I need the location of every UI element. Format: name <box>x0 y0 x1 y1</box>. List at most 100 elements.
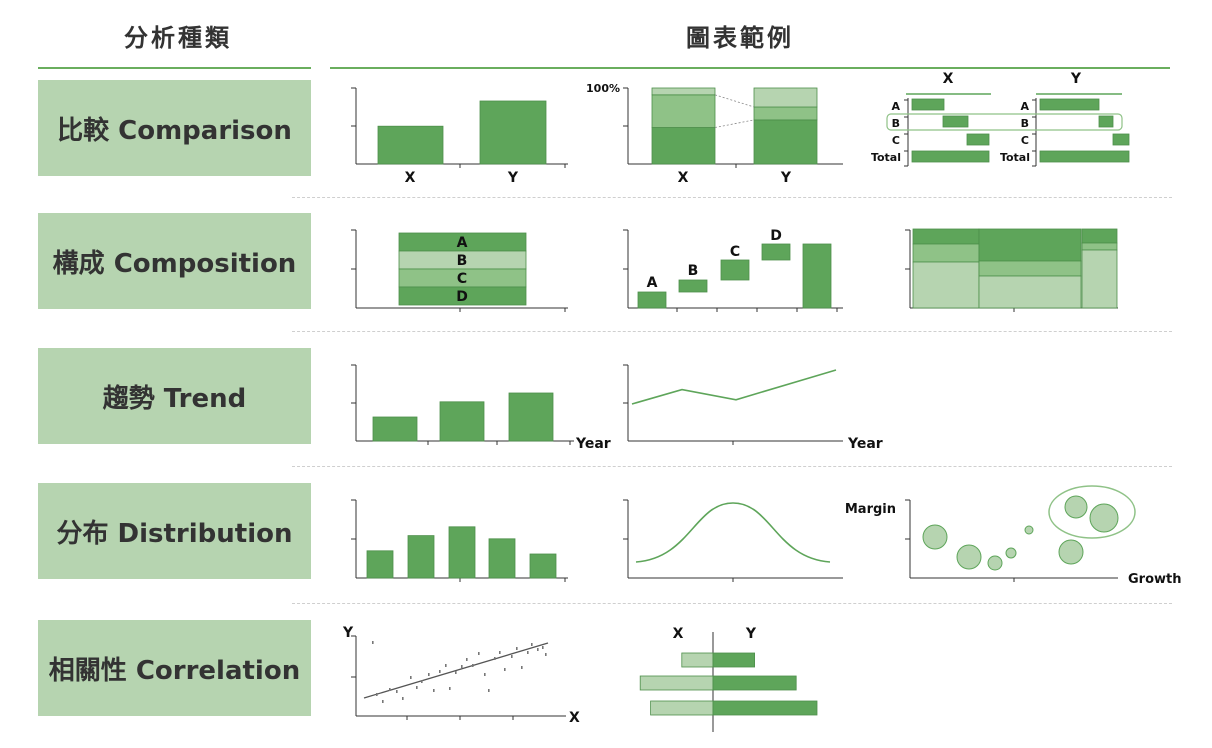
butterfly-bar-x <box>639 675 714 691</box>
scatter-point <box>416 686 418 689</box>
scatter-point <box>396 690 398 693</box>
category-distribution: 分布 Distribution <box>38 483 311 579</box>
histogram-bar <box>529 553 557 579</box>
bubble-ylabel: Margin <box>845 502 896 517</box>
hbar-bar <box>942 115 969 128</box>
bubble <box>1024 525 1034 535</box>
butterfly-bar-x <box>681 652 714 668</box>
stacked-y-tick-label: 100% <box>586 82 620 95</box>
stacked-label-x: X <box>678 170 689 186</box>
row-separator <box>292 603 1172 604</box>
stacked-connector-line <box>714 94 755 108</box>
waterfall-step <box>761 243 791 261</box>
scatter-point <box>372 641 374 644</box>
butterfly-bar-y <box>712 675 797 691</box>
scatter-point <box>449 687 451 690</box>
hbar-x-label-total: Total <box>871 151 901 164</box>
waterfall-total <box>802 243 832 309</box>
hbar-y-label-b: B <box>1021 117 1029 130</box>
mekko-cell <box>912 228 980 245</box>
waterfall-label-b: B <box>688 263 699 279</box>
comparison-bar <box>377 125 444 165</box>
waterfall-label-d: D <box>770 228 782 244</box>
histogram-bar <box>407 535 435 579</box>
scatter-point <box>439 670 441 673</box>
waterfall-label-a: A <box>647 275 658 291</box>
header-rule-left <box>38 67 311 69</box>
scatter-ylabel: Y <box>342 625 354 641</box>
scatter-point <box>455 671 457 674</box>
composition-stack-label-c: C <box>457 271 467 287</box>
scatter-point <box>472 664 474 667</box>
bubble <box>1005 547 1017 559</box>
hbar-bar <box>1039 98 1100 111</box>
histogram-bar <box>488 538 516 579</box>
column-header-analysis-type: 分析種類 <box>124 24 232 52</box>
scatter-point <box>421 680 423 683</box>
scatter-point <box>376 693 378 696</box>
trend-line-xlabel: Year <box>847 436 883 452</box>
bubble <box>1058 539 1084 565</box>
hbar-bar <box>966 133 990 146</box>
header-rule-right <box>330 67 1170 69</box>
category-composition: 構成 Composition <box>38 213 311 309</box>
scatter-xlabel: X <box>569 710 580 726</box>
stacked-100-segment <box>753 119 818 165</box>
butterfly-label-y: Y <box>745 626 757 642</box>
scatter-point <box>433 689 435 692</box>
comparison-bar <box>479 100 547 165</box>
distribution-curve <box>635 502 831 563</box>
hbar-panel-label-x: X <box>943 71 954 87</box>
trend-bar-xlabel: Year <box>575 436 611 452</box>
scatter-point <box>494 657 496 660</box>
waterfall-label-c: C <box>730 244 740 260</box>
hbar-bar <box>1098 115 1114 128</box>
composition-stack-label-a: A <box>457 235 468 251</box>
butterfly-bar-x <box>650 700 714 716</box>
waterfall-step <box>720 259 750 281</box>
scatter-point <box>428 673 430 676</box>
hbar-x-label-b: B <box>892 117 900 130</box>
row-separator <box>292 197 1172 198</box>
mekko-cell <box>978 228 1082 262</box>
scatter-trendline <box>363 642 549 699</box>
bubble <box>987 555 1003 571</box>
scatter-point <box>542 646 544 649</box>
scatter-point <box>382 700 384 703</box>
scatter-point <box>504 668 506 671</box>
trend-line <box>631 369 837 405</box>
bubble <box>956 544 982 570</box>
bubble <box>1089 503 1119 533</box>
mekko-cell <box>1081 228 1118 244</box>
hbar-bar <box>911 98 945 111</box>
stacked-label-y: Y <box>780 170 792 186</box>
scatter-point <box>445 664 447 667</box>
stacked-100-segment <box>651 87 716 96</box>
hbar-panel-label-y: Y <box>1070 71 1082 87</box>
bubble <box>1064 495 1088 519</box>
scatter-point <box>402 697 404 700</box>
scatter-point <box>478 652 480 655</box>
scatter-point <box>516 647 518 650</box>
bubble-xlabel: Growth <box>1128 572 1182 587</box>
mekko-cell <box>1081 242 1118 251</box>
hbar-bar <box>1112 133 1130 146</box>
hbar-bar <box>911 150 990 163</box>
scatter-point <box>461 665 463 668</box>
category-trend: 趨勢 Trend <box>38 348 311 444</box>
butterfly-bar-y <box>712 700 818 716</box>
waterfall-step <box>678 279 708 293</box>
category-comparison: 比較 Comparison <box>38 80 311 176</box>
trend-bar <box>372 416 418 442</box>
butterfly-bar-y <box>712 652 755 668</box>
mekko-cell <box>912 243 980 263</box>
trend-bar <box>439 401 485 442</box>
stacked-100-segment <box>651 94 716 128</box>
stacked-100-segment <box>651 127 716 165</box>
scatter-point <box>389 688 391 691</box>
scatter-point <box>521 666 523 669</box>
butterfly-label-x: X <box>673 626 684 642</box>
mekko-cell <box>1081 249 1118 309</box>
scatter-point <box>511 655 513 658</box>
stacked-100-segment <box>753 87 818 108</box>
